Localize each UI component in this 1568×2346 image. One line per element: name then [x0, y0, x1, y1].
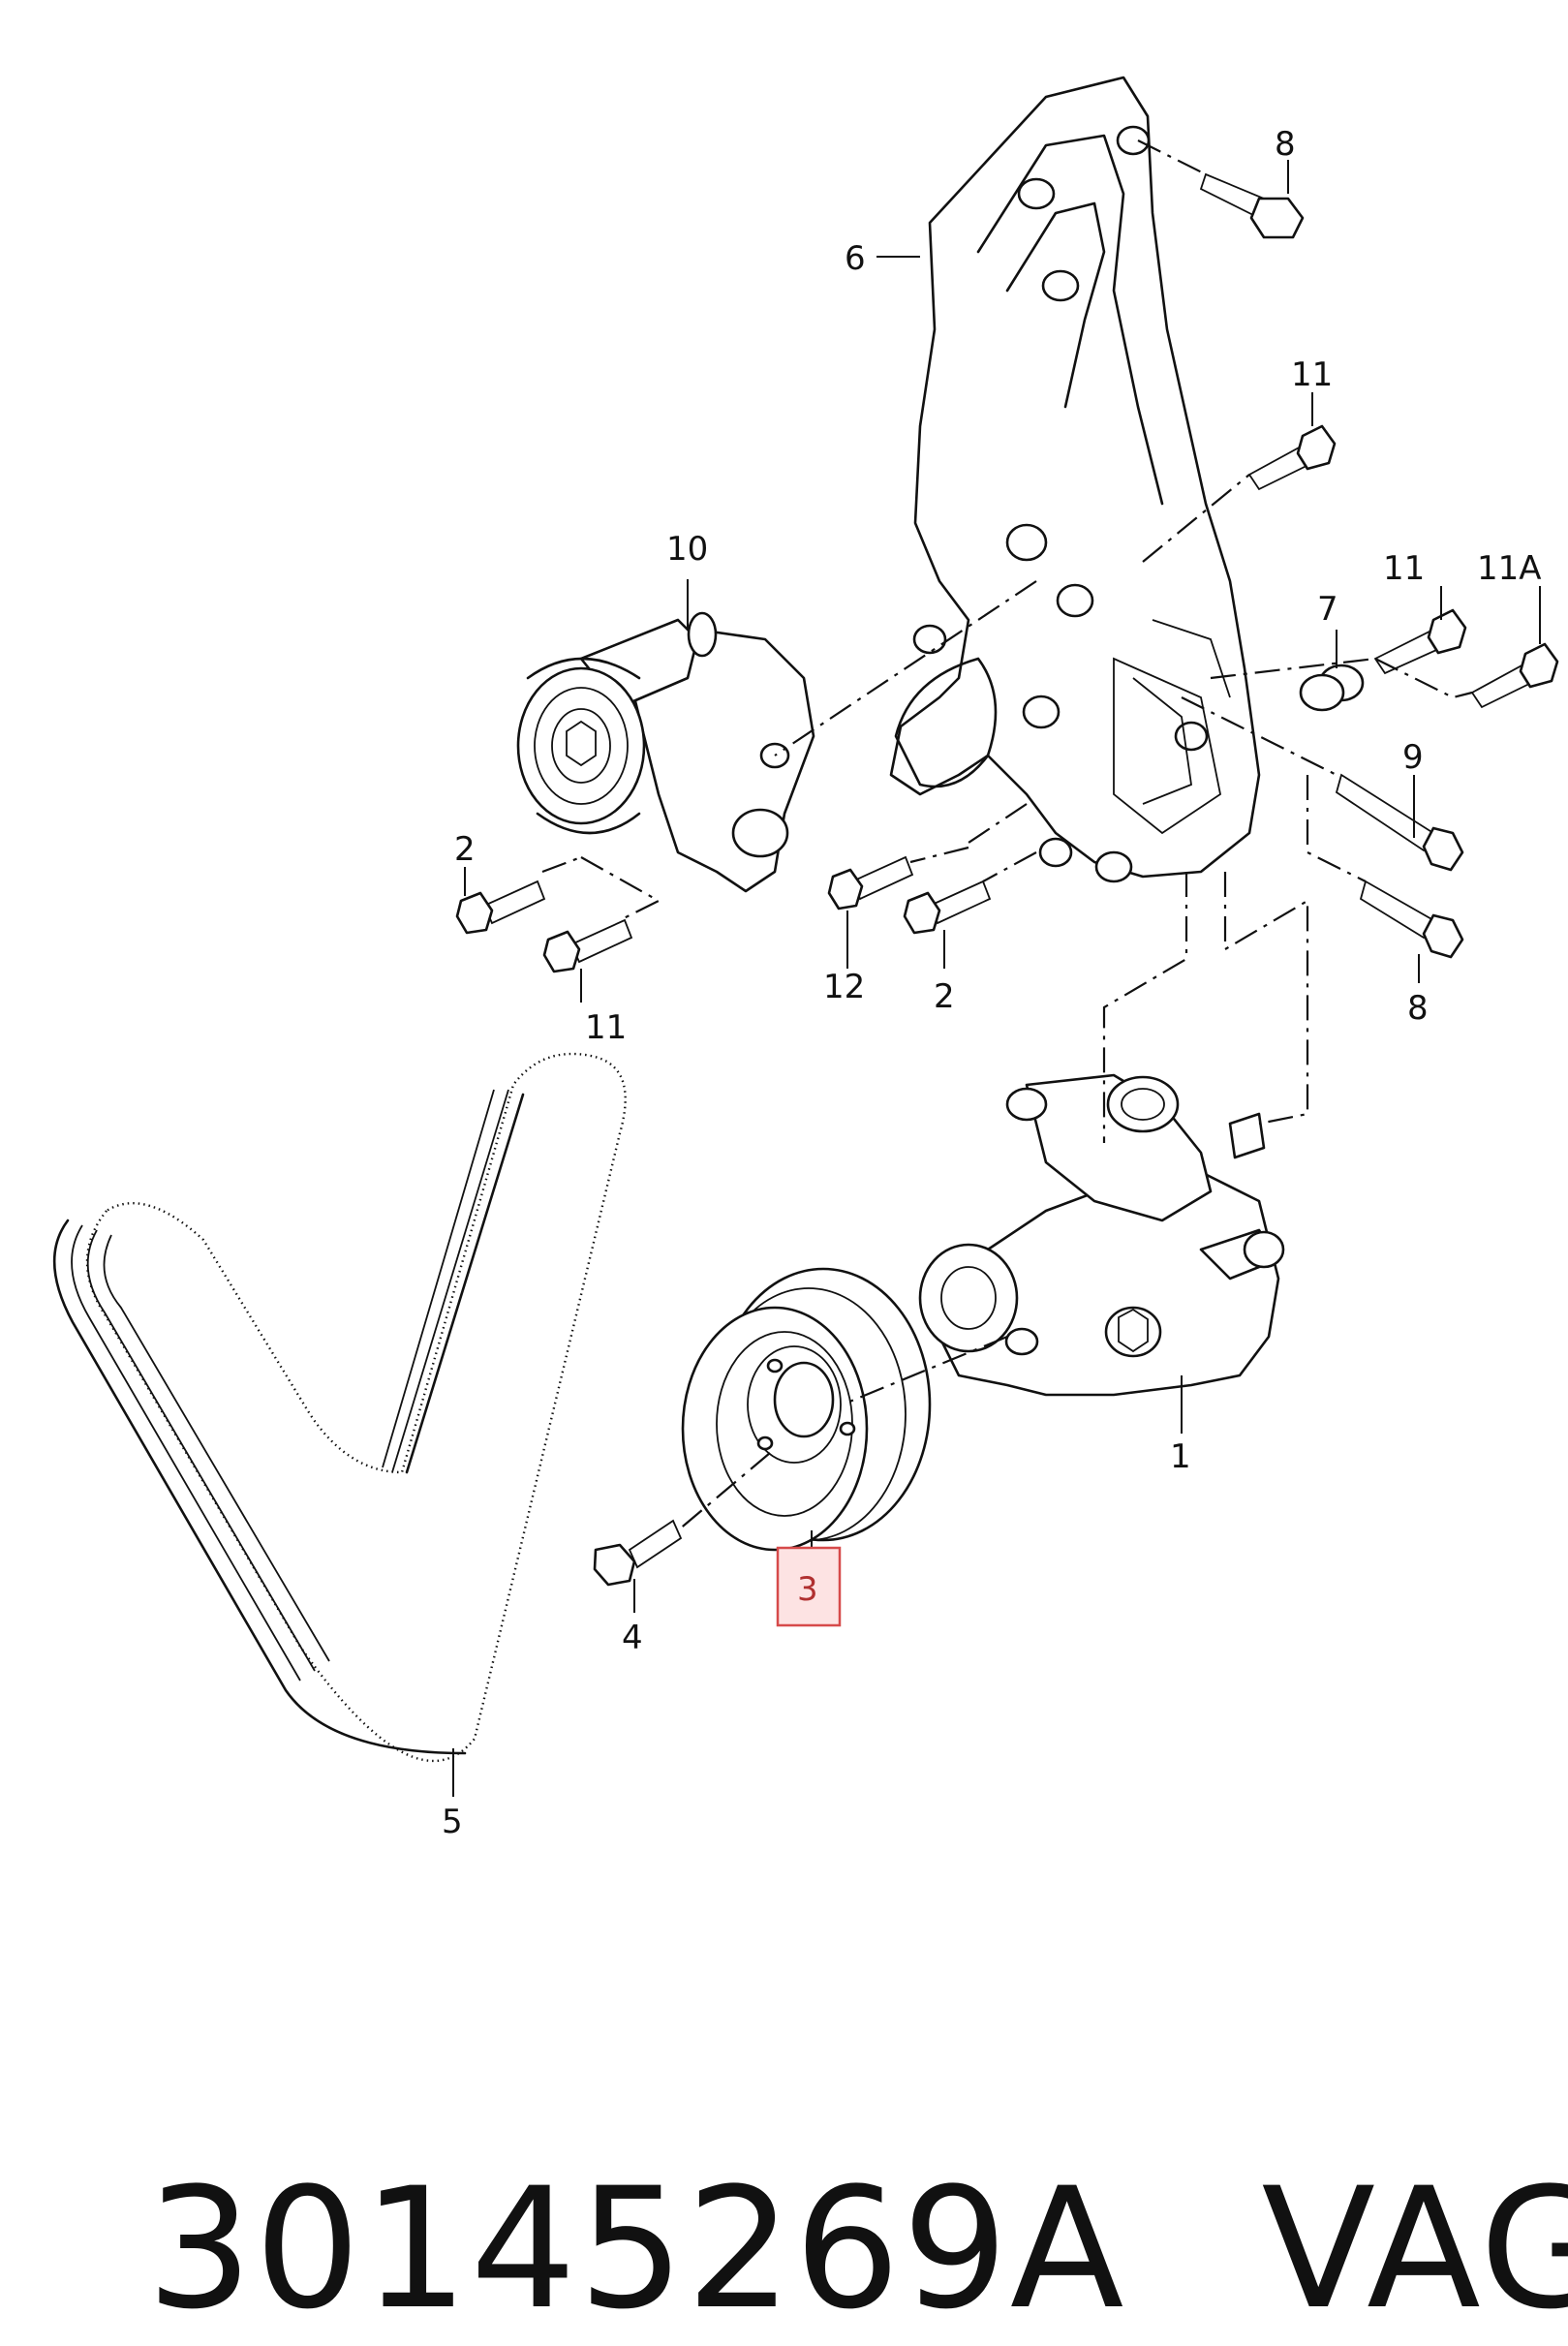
callout-9: 9	[1402, 738, 1424, 777]
bolt-4	[593, 1519, 683, 1587]
bolt-8-top	[1199, 172, 1305, 239]
callout-10: 10	[666, 530, 708, 569]
callout-11A: 11A	[1477, 549, 1542, 588]
callout-2-right: 2	[934, 977, 955, 1016]
bolt-9	[1335, 773, 1464, 872]
bolt-11-middle	[1373, 608, 1467, 675]
highlight-box	[776, 1546, 842, 1627]
callout-2-left: 2	[454, 830, 476, 869]
callout-8-top: 8	[1275, 125, 1296, 164]
part-number: 30145269A	[146, 2151, 1126, 2346]
callouts: 8 6 11 10 11 11A 7 9 2 11 12 2 8 1 4 5	[442, 125, 1542, 1841]
callout-4: 4	[622, 1619, 643, 1657]
bolt-11-lower	[542, 918, 633, 973]
callout-8-lower: 8	[1407, 989, 1429, 1028]
parts-diagram: 8 6 11 10 11 11A 7 9 2 11 12 2 8 1 4 5 3	[52, 76, 1559, 1841]
part-number-footer: 30145269A VAG	[37, 1957, 1568, 2346]
leader-lines	[452, 160, 1541, 1797]
tensioner	[516, 611, 815, 893]
bolt-2-right	[903, 880, 992, 935]
bolt-11-upper	[1247, 424, 1337, 491]
pulley	[681, 1267, 932, 1552]
callout-11-middle: 11	[1383, 549, 1425, 588]
bolt-12	[827, 855, 914, 911]
bolt-2-left	[455, 880, 546, 935]
callout-6: 6	[845, 239, 866, 278]
poly-v-belt	[52, 1052, 627, 1763]
callout-11-upper: 11	[1291, 355, 1333, 394]
callout-1: 1	[1170, 1437, 1191, 1476]
callout-7: 7	[1317, 590, 1338, 629]
callout-5: 5	[442, 1803, 463, 1841]
callout-3: 3	[797, 1570, 818, 1609]
sleeve-7	[1299, 664, 1365, 712]
bolt-11A	[1470, 642, 1559, 709]
mounting-bracket	[889, 76, 1261, 883]
bolt-8-lower	[1359, 880, 1464, 959]
highlighted-callout-3: 3	[776, 1546, 842, 1627]
power-steering-pump	[918, 1073, 1285, 1397]
assembly-lines	[541, 139, 1473, 1531]
brand-name: VAG	[1261, 2151, 1568, 2346]
callout-12: 12	[823, 968, 865, 1006]
callout-11-lower: 11	[585, 1008, 627, 1047]
